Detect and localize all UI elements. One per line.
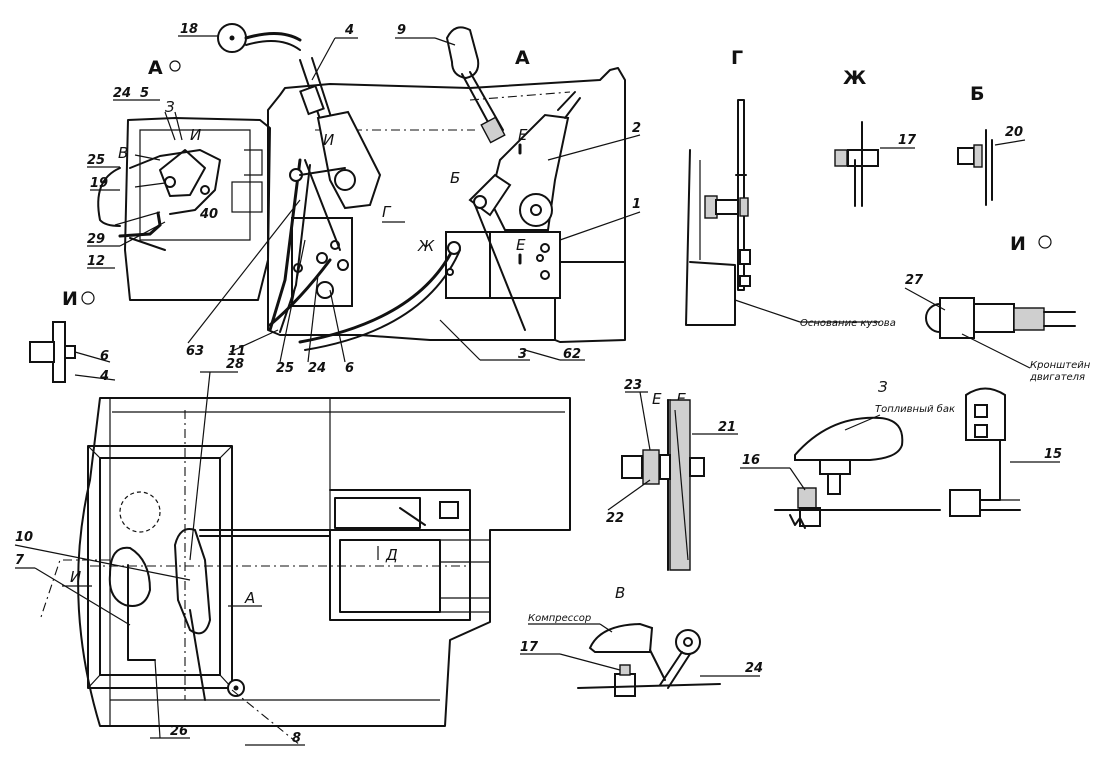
view-b-detail: 20 — [957, 125, 1026, 206]
section-label-e-bottom: Е — [516, 236, 526, 254]
callout-25-center: 25 — [276, 361, 294, 376]
callout-23: 23 — [624, 378, 642, 393]
arrow-label-d: Д — [385, 546, 398, 564]
callout-24-v: 24 — [745, 661, 763, 676]
callout-7: 7 — [15, 553, 25, 568]
arrow-label-g: Г — [382, 203, 392, 221]
arrow-label-i: И — [190, 126, 201, 144]
note-fuel-tank: Топливный бак — [875, 403, 955, 415]
callout-24-center: 24 — [308, 361, 326, 376]
view-ring-icon — [169, 60, 181, 72]
center-lever-assembly — [217, 23, 626, 351]
callout-19: 19 — [90, 176, 108, 191]
callout-20: 20 — [1005, 125, 1023, 140]
callout-29: 29 — [87, 232, 105, 247]
view-ring-icon-right — [1038, 235, 1052, 249]
view-title-zh: Ж — [843, 67, 866, 89]
callout-21: 21 — [718, 420, 736, 435]
view-zh-detail: 17 — [834, 121, 917, 207]
callout-1: 1 — [632, 197, 641, 212]
note-compressor: Компрессор — [528, 613, 591, 624]
callout-26: 26 — [170, 724, 188, 739]
bottom-plan-view — [39, 397, 571, 746]
arrow-label-zh: Ж — [417, 237, 435, 255]
callout-9: 9 — [397, 23, 406, 38]
bolt-detail-left: 6 4 — [29, 321, 116, 384]
callout-28: 28 — [226, 357, 244, 372]
callout-15: 15 — [1044, 447, 1062, 462]
callout-8: 8 — [292, 731, 301, 746]
view-i-hose-detail: 27 Кронштейн двигателя — [904, 273, 1091, 383]
callouts-top-left: 24 5 25 19 29 12 40 — [87, 86, 218, 269]
arrow-label-a-bottom: А — [244, 589, 255, 607]
callout-6-center: 6 — [345, 361, 354, 376]
view-ring-icon-left — [81, 291, 95, 305]
arrow-label-z: З — [165, 98, 175, 116]
callout-4-left: 4 — [99, 369, 109, 384]
view-g-detail: Основание кузова — [685, 99, 896, 329]
callout-6: 6 — [100, 349, 109, 364]
arrow-label-i-center: И — [323, 131, 334, 149]
callout-17-v: 17 — [520, 640, 539, 655]
callout-22: 22 — [606, 511, 624, 526]
callout-3: 3 — [518, 347, 527, 362]
callout-5: 5 — [140, 86, 149, 101]
callout-40: 40 — [199, 207, 218, 222]
callout-4: 4 — [344, 23, 354, 38]
callout-25: 25 — [87, 153, 105, 168]
callout-63: 63 — [186, 344, 204, 359]
view-a-engine-detail — [97, 111, 271, 301]
view-title-g: Г — [731, 47, 743, 69]
callouts-center: 18 4 9 2 1 63 11 25 24 6 3 62 — [178, 22, 641, 376]
view-title-z: З — [878, 378, 888, 396]
callout-18: 18 — [180, 22, 198, 37]
callout-62: 62 — [563, 347, 581, 362]
arrow-label-v: В — [118, 144, 128, 162]
callout-16: 16 — [742, 453, 760, 468]
note-body-base: Основание кузова — [800, 318, 896, 329]
view-title-i-left: И — [62, 288, 78, 310]
view-v-compressor: Компрессор 17 24 — [520, 613, 763, 697]
note-bracket-line2: двигателя — [1029, 372, 1085, 383]
callouts-bottom: 28 10 7 26 8 — [14, 357, 305, 746]
callout-11: 11 — [228, 344, 246, 359]
view-title-i-right: И — [1010, 233, 1026, 255]
section-label-e-top: Е — [518, 126, 528, 144]
callout-12: 12 — [87, 254, 105, 269]
callout-24: 24 — [113, 86, 131, 101]
view-z-fuel-tank: Топливный бак 16 15 — [740, 387, 1062, 529]
callout-17: 17 — [898, 133, 917, 148]
section-e-e-detail: 23 21 22 — [606, 378, 738, 571]
note-bracket-line1: Кронштейн — [1030, 360, 1091, 371]
callout-27: 27 — [905, 273, 924, 288]
view-label-a-ring: А — [148, 57, 163, 79]
view-title-a: А — [515, 47, 530, 69]
callout-2: 2 — [632, 121, 641, 136]
view-title-v: В — [615, 584, 625, 602]
callout-10: 10 — [15, 530, 33, 545]
arrow-label-b: Б — [450, 169, 460, 187]
arrow-label-i-bottom: И — [70, 568, 81, 586]
view-title-b: Б — [970, 83, 984, 105]
